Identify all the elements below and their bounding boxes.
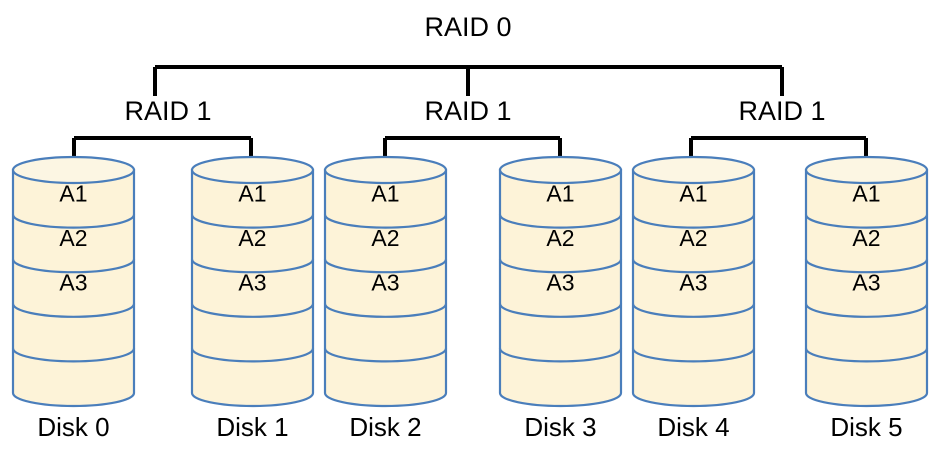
disk-stripe-label: A1	[371, 180, 399, 206]
disk-band-divider	[804, 214, 929, 229]
disk-top-ellipse	[323, 155, 448, 185]
disk-stripe-label: A2	[852, 225, 880, 251]
disk-band-divider	[631, 303, 756, 318]
raid1-label-group-0: RAID 1	[124, 96, 211, 126]
disk-band-divider	[11, 258, 136, 274]
disk-name-label: Disk 4	[657, 412, 729, 442]
disk-stripe-label: A3	[371, 270, 399, 296]
disk-band-divider	[498, 258, 623, 274]
disk-stripe-label: A2	[371, 225, 399, 251]
disk-band-divider	[498, 303, 623, 318]
disk-band-divider	[631, 258, 756, 274]
disk-stripe-label: A1	[852, 180, 880, 206]
disk-band-divider	[190, 303, 315, 318]
disk-stripe-label: A1	[546, 180, 574, 206]
disk-name-label: Disk 1	[216, 412, 288, 442]
disk-name-label: Disk 0	[37, 412, 109, 442]
disk-band-divider	[11, 214, 136, 229]
disk-name-label: Disk 3	[524, 412, 596, 442]
disk-band-divider	[11, 348, 136, 363]
disk-name-label: Disk 2	[349, 412, 421, 442]
disk-band-divider	[323, 214, 448, 229]
disk-stripe-label: A2	[59, 225, 87, 251]
disk-body	[323, 168, 448, 408]
disk-band-divider	[804, 258, 929, 274]
disk-name-label: Disk 5	[830, 412, 902, 442]
disk-stripe-label: A3	[679, 270, 707, 296]
disk-top-ellipse	[498, 155, 623, 185]
disk-stripe-label: A1	[238, 180, 266, 206]
disk-band-divider	[190, 214, 315, 229]
disk-body	[498, 168, 623, 408]
disk-band-divider	[11, 303, 136, 318]
disk-stripe-label: A3	[238, 270, 266, 296]
disk-stripe-label: A1	[59, 180, 87, 206]
raid0-title: RAID 0	[424, 12, 511, 42]
disk-band-divider	[498, 348, 623, 363]
disk-top-ellipse	[804, 155, 929, 185]
disk-band-divider	[190, 348, 315, 363]
disk-band-divider	[631, 214, 756, 229]
disk-band-divider	[323, 303, 448, 318]
disk-top-ellipse	[190, 155, 315, 185]
raid0-connector	[153, 65, 784, 96]
disk-band-divider	[631, 348, 756, 363]
disk-band-divider	[190, 258, 315, 274]
disk-body	[631, 168, 756, 408]
disk-body	[11, 168, 136, 408]
disk-stripe-label: A2	[238, 225, 266, 251]
disk-stripe-label: A2	[679, 225, 707, 251]
disk-band-divider	[323, 348, 448, 363]
disk-band-divider	[804, 303, 929, 318]
disk-band-divider	[323, 258, 448, 274]
disk-band-divider	[498, 214, 623, 229]
disk-top-ellipse	[631, 155, 756, 185]
raid1-label-group-2: RAID 1	[738, 96, 825, 126]
disk-body	[804, 168, 929, 408]
disk-stripe-label: A3	[59, 270, 87, 296]
disk-body	[190, 168, 315, 408]
disk-stripe-label: A3	[546, 270, 574, 296]
raid1-label-group-1: RAID 1	[424, 96, 511, 126]
disk-top-ellipse	[11, 155, 136, 185]
disk-stripe-label: A1	[679, 180, 707, 206]
disk-stripe-label: A3	[852, 270, 880, 296]
disk-stripe-label: A2	[546, 225, 574, 251]
disk-band-divider	[804, 348, 929, 363]
